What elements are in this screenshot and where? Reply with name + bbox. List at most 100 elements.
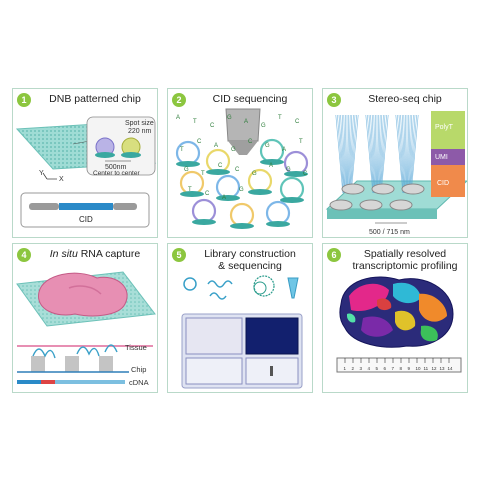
spot-size-label: Spot size: [125, 120, 154, 127]
capture-probe: [350, 114, 357, 194]
base-letter: T: [193, 119, 197, 125]
base-letter: C: [295, 119, 300, 125]
chip-spot: [341, 183, 365, 195]
capture-probe: [395, 114, 404, 194]
ruler-label: 7: [392, 366, 395, 371]
dnb-spot-base: [206, 169, 230, 175]
chip-spot: [359, 199, 383, 211]
ruler-label: 9: [408, 366, 411, 371]
base-letter: G: [231, 147, 236, 153]
ruler-label: 6: [384, 366, 387, 371]
ruler-label: 13: [440, 366, 446, 371]
flow-cell: [245, 317, 299, 355]
base-letter: C: [303, 171, 308, 177]
umi-segment: [431, 149, 465, 165]
panel-in-situ-capture: 4 In situ RNA capture Tissue Chip cDNA: [12, 243, 158, 393]
polyt-segment: [431, 111, 465, 149]
title-line-1: Spatially resolved: [363, 248, 447, 260]
step-badge-1: 1: [17, 93, 31, 107]
chip-spot: [371, 183, 395, 195]
capture-probe: [347, 114, 349, 194]
step-badge-5: 5: [172, 248, 186, 262]
capture-probe: [349, 114, 356, 194]
dnb-spot-base: [248, 189, 272, 195]
capture-probe: [379, 114, 384, 194]
panel-title-4: In situ RNA capture: [35, 248, 155, 260]
tissue-section: [38, 272, 128, 317]
capture-probe: [405, 114, 407, 194]
capture-probe: [337, 114, 344, 194]
ruler-label: 14: [448, 366, 454, 371]
capture-probe: [373, 114, 377, 194]
ruler-label: 2: [352, 366, 355, 371]
tissue-label: Tissue: [125, 343, 147, 352]
dnb-spot-base: [280, 197, 304, 203]
pitch-label: 500 / 715 nm: [369, 229, 410, 236]
base-letter: C: [248, 139, 253, 145]
capture-probe: [350, 114, 359, 194]
capture-illustration: Tissue Chip cDNA: [16, 271, 156, 387]
panel-library-construction: 5 Library construction & sequencing: [167, 243, 313, 393]
cdna-label: cDNA: [129, 378, 149, 387]
capture-probe: [398, 114, 405, 194]
base-letter: C: [205, 191, 210, 197]
ruler-label: 5: [376, 366, 379, 371]
capture-probe: [397, 114, 404, 194]
capture-probe: [379, 114, 386, 194]
capture-probe: [348, 114, 353, 194]
dnb-blob: [191, 198, 217, 224]
panel-title-1: DNB patterned chip: [49, 93, 141, 105]
base-letter: A: [269, 163, 273, 169]
panel-stereo-seq-chip: 3 Stereo-seq chip PolyT UMI CID 500 / 71…: [322, 88, 468, 238]
dnb-spot-base: [284, 171, 308, 177]
base-letter: G: [286, 167, 291, 173]
capture-probe: [378, 114, 383, 194]
dnb-blob: [279, 176, 305, 202]
capture-probe: [371, 114, 376, 194]
panel-title-2: CID sequencing: [212, 93, 288, 105]
axis-y-label: Y: [39, 170, 44, 177]
capture-probe: [338, 114, 345, 194]
step-badge-2: 2: [172, 93, 186, 107]
dnb-blob: [175, 140, 201, 166]
capture-probe: [347, 114, 351, 194]
axis-x-label: X: [59, 176, 64, 183]
base-letter: G: [184, 167, 189, 173]
base-letter: A: [282, 147, 286, 153]
base-letter: A: [244, 119, 248, 125]
dnb-blob: [215, 174, 241, 200]
capture-probe: [340, 114, 345, 194]
scale-ruler: [336, 357, 462, 373]
cid-label: CID: [437, 180, 449, 187]
dnb-spot-base: [266, 221, 290, 227]
base-letter: A: [222, 195, 226, 201]
step-badge-3: 3: [327, 93, 341, 107]
cid-segment: [431, 165, 465, 197]
panel-spatial-profiling: 6 Spatially resolved transcriptomic prof…: [322, 243, 468, 393]
chip-spot: [389, 199, 413, 211]
base-letter: G: [261, 123, 266, 129]
base-letter: T: [180, 147, 184, 153]
dnb-blob: [229, 202, 255, 228]
base-letter: C: [197, 139, 202, 145]
capture-probe: [341, 114, 346, 194]
dnb-spot-base: [192, 219, 216, 225]
dnb-spot-base: [216, 195, 240, 201]
ruler-label: 12: [432, 366, 438, 371]
capture-probe: [370, 114, 375, 194]
polyt-label: PolyT: [435, 124, 454, 131]
capture-probe: [345, 114, 347, 194]
base-letter: C: [218, 163, 223, 169]
capture-probe: [377, 114, 381, 194]
title-rest-part: RNA capture: [77, 248, 141, 260]
capture-probe: [377, 114, 379, 194]
base-letter: C: [235, 167, 240, 173]
capture-probe: [335, 114, 344, 194]
capture-probe: [400, 114, 405, 194]
capture-probe: [365, 114, 374, 194]
ruler-label: 11: [424, 366, 429, 371]
umi-label: UMI: [435, 154, 448, 161]
sequencer-objective: [225, 108, 261, 142]
ruler-label: 1: [344, 366, 347, 371]
